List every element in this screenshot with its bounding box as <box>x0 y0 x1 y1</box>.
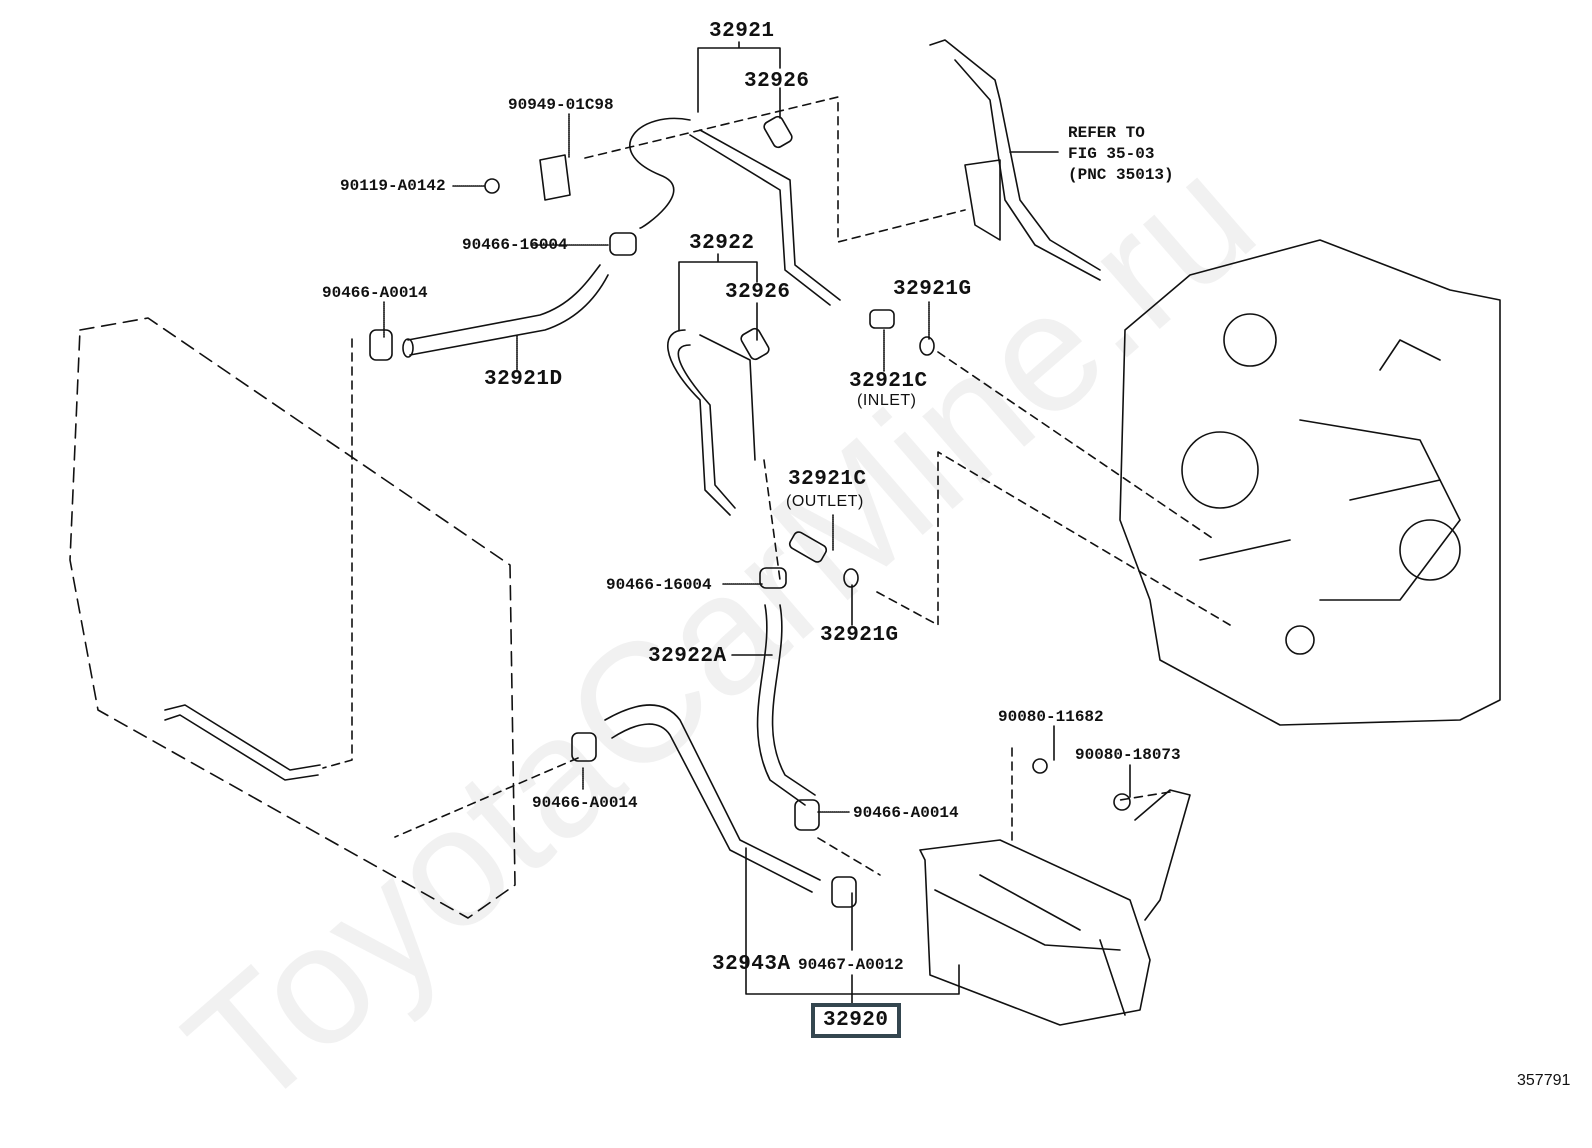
part-label-32921d[interactable]: 32921D <box>484 368 563 391</box>
part-label-90466-16004-mid[interactable]: 90466-16004 <box>606 576 712 594</box>
refer-note-line1: REFER TO <box>1068 124 1145 142</box>
part-label-32921c-inlet[interactable]: 32921C <box>849 370 928 393</box>
pipe-32922 <box>667 329 756 516</box>
part-label-90466-a0014[interactable]: 90466-A0014 <box>322 284 428 302</box>
diagram-drawing <box>69 39 1501 1026</box>
part-label-32926-mid[interactable]: 32926 <box>725 281 791 304</box>
part-label-32922a[interactable]: 32922A <box>648 645 727 668</box>
part-label-90080-11682[interactable]: 90080-11682 <box>998 708 1104 726</box>
refer-note: REFER TO FIG 35-03 (PNC 35013) <box>1068 123 1174 186</box>
refer-note-line3: (PNC 35013) <box>1068 166 1174 184</box>
bracket-32921 <box>697 41 781 119</box>
part-label-90466-16004[interactable]: 90466-16004 <box>462 236 568 254</box>
outlet-label: (OUTLET) <box>786 493 864 510</box>
part-label-90949-01c98[interactable]: 90949-01C98 <box>508 96 614 114</box>
lower-hose <box>164 704 321 781</box>
part-label-32920[interactable]: 32920 <box>823 1009 889 1032</box>
part-label-32926[interactable]: 32926 <box>744 70 810 93</box>
figure-number: 357791 <box>1517 1072 1571 1089</box>
radiator-outline <box>69 317 516 919</box>
part-label-90080-18073[interactable]: 90080-18073 <box>1075 746 1181 764</box>
hose-32921D <box>402 264 609 358</box>
part-label-32943a[interactable]: 32943A <box>712 953 791 976</box>
inlet-label: (INLET) <box>857 392 917 409</box>
pipe-32921 <box>629 117 841 306</box>
highlighted-part-box[interactable]: 32920 <box>811 1003 901 1038</box>
hose-32943A <box>604 704 821 893</box>
part-label-90466-a0014-bottom[interactable]: 90466-A0014 <box>532 794 638 812</box>
part-label-90467-a0012[interactable]: 90467-A0012 <box>798 956 904 974</box>
part-label-32921g[interactable]: 32921G <box>893 278 972 301</box>
part-label-90466-a0014-right[interactable]: 90466-A0014 <box>853 804 959 822</box>
refer-note-line2[interactable]: FIG 35-03 <box>1068 145 1155 163</box>
part-label-32921g-mid[interactable]: 32921G <box>820 624 899 647</box>
dashed-lines <box>322 96 1231 876</box>
bracket-32922 <box>678 253 758 341</box>
dipstick-tube <box>929 39 1101 281</box>
part-label-32922[interactable]: 32922 <box>689 232 755 255</box>
transmission-case <box>1119 239 1501 726</box>
parts-diagram: ToyotaCarMine.ru <box>69 20 1571 1146</box>
part-label-32921c-outlet[interactable]: 32921C <box>788 468 867 491</box>
clamp-shapes <box>369 115 1131 908</box>
hose-32922A <box>756 604 816 806</box>
part-label-90119-a0142[interactable]: 90119-A0142 <box>340 177 446 195</box>
part-label-32921[interactable]: 32921 <box>709 20 775 43</box>
bracket-32920 <box>745 847 960 1004</box>
oil-cooler-32920 <box>919 789 1191 1026</box>
